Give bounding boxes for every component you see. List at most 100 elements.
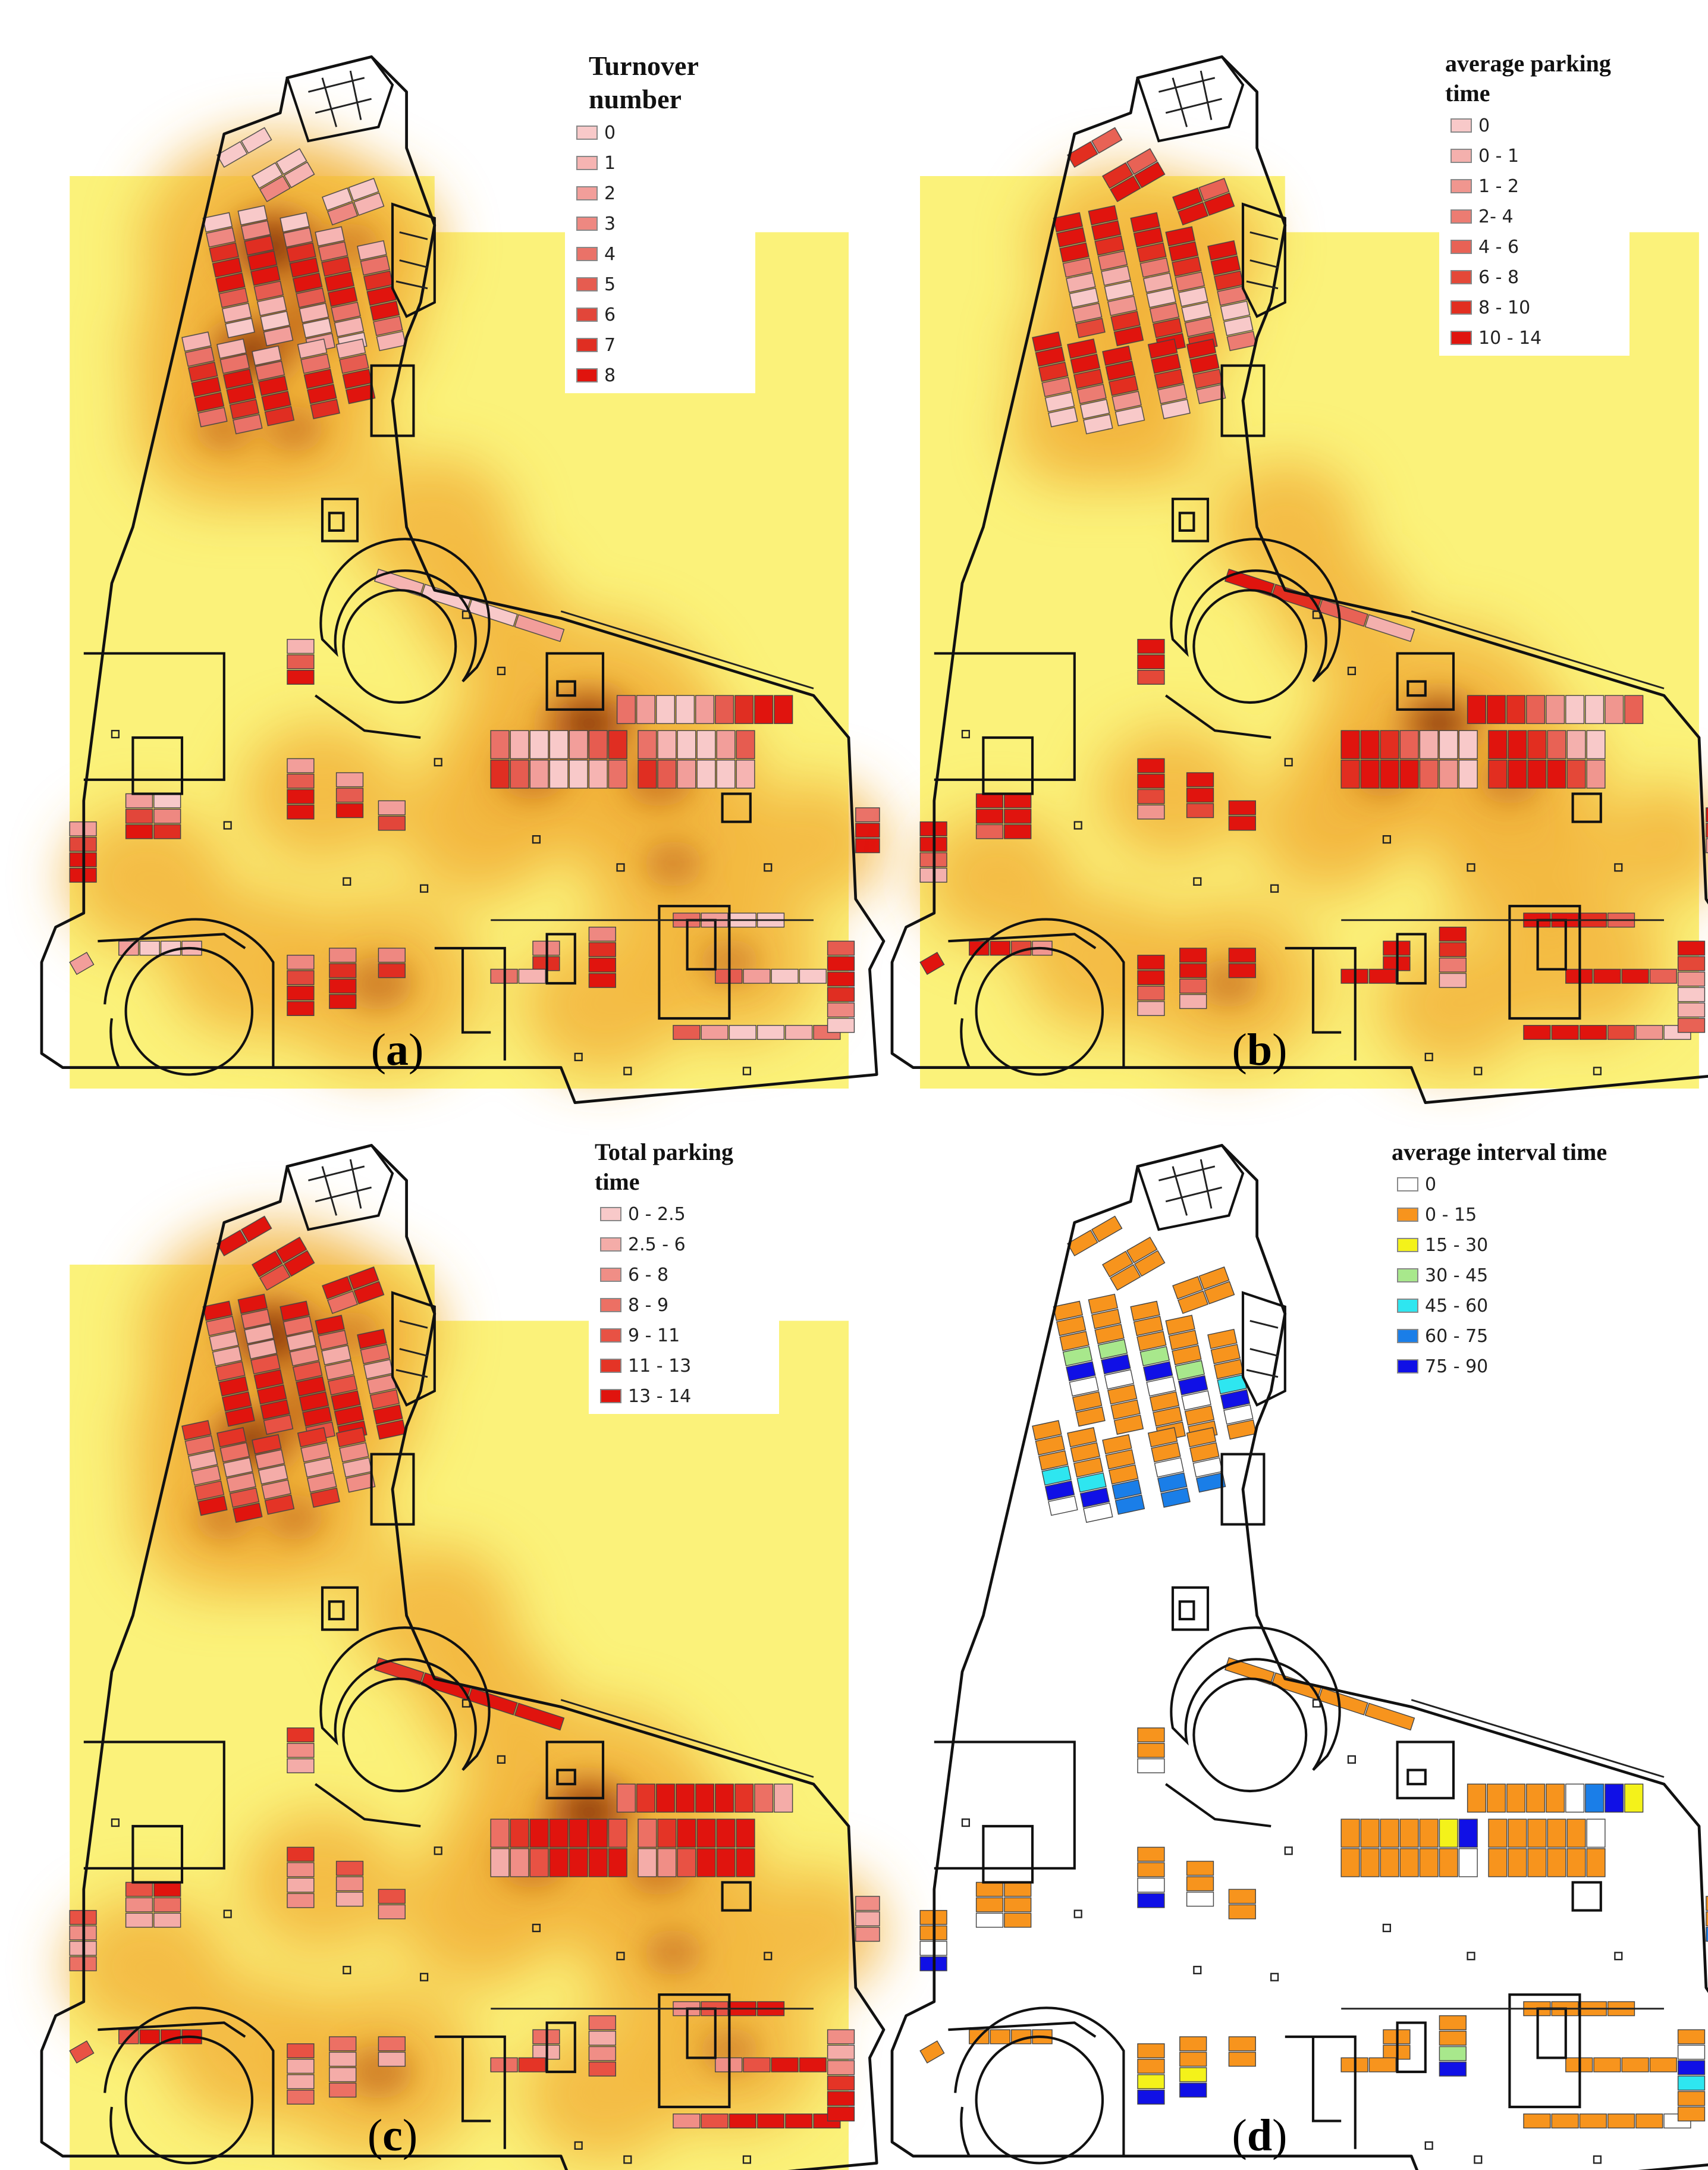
parking-stall bbox=[261, 1479, 291, 1500]
parking-stall bbox=[1189, 1442, 1220, 1463]
parking-stall bbox=[1067, 141, 1098, 168]
parking-stall bbox=[1380, 760, 1399, 789]
legend-label: 2.5 - 6 bbox=[628, 1234, 686, 1255]
legend-label: 2- 4 bbox=[1478, 206, 1514, 227]
parking-stall bbox=[1439, 2046, 1467, 2061]
parking-stall bbox=[529, 1848, 549, 1877]
parking-stall bbox=[1585, 695, 1605, 725]
parking-stall bbox=[1186, 772, 1214, 788]
legend-title: average interval time bbox=[1392, 1139, 1607, 1165]
legend-label: 45 - 60 bbox=[1425, 1296, 1488, 1316]
parking-stall bbox=[1318, 1687, 1368, 1716]
parking-stall bbox=[287, 1758, 315, 1774]
parking-stall bbox=[1160, 399, 1191, 419]
parking-stall bbox=[529, 730, 549, 760]
parking-stall bbox=[378, 2036, 406, 2052]
parking-stall bbox=[153, 793, 181, 808]
parking-stall bbox=[701, 1025, 729, 1040]
parking-stall bbox=[237, 1293, 268, 1314]
parking-stall bbox=[1178, 1375, 1208, 1396]
parking-stall bbox=[302, 1406, 332, 1427]
parking-stall bbox=[1486, 1783, 1506, 1813]
parking-stall bbox=[743, 2057, 771, 2072]
parking-stall bbox=[715, 1783, 734, 1813]
parking-stall bbox=[1110, 311, 1141, 331]
parking-stall bbox=[329, 2083, 357, 2098]
legend-title: number bbox=[589, 84, 682, 114]
parking-stall bbox=[701, 2113, 729, 2129]
parking-stall bbox=[360, 1344, 391, 1365]
parking-stall bbox=[1360, 760, 1380, 789]
parking-stall bbox=[264, 406, 295, 427]
parking-stall bbox=[975, 824, 1004, 839]
parking-stall bbox=[275, 148, 307, 175]
parking-stall bbox=[975, 793, 1004, 808]
parking-stall bbox=[677, 1848, 696, 1877]
parking-stall bbox=[216, 141, 248, 168]
parking-stall bbox=[283, 161, 315, 189]
legend-swatch bbox=[576, 338, 598, 352]
legend-swatch bbox=[576, 156, 598, 170]
parking-stall bbox=[335, 338, 366, 359]
parking-stall bbox=[588, 730, 608, 760]
parking-stall bbox=[1677, 1018, 1706, 1033]
parking-stall bbox=[1186, 1861, 1214, 1876]
parking-stall bbox=[1066, 1361, 1096, 1382]
parking-stall bbox=[827, 987, 855, 1002]
parking-stall bbox=[919, 2040, 945, 2064]
legend-label: 60 - 75 bbox=[1425, 1326, 1488, 1347]
parking-stall bbox=[334, 316, 365, 337]
parking-stall bbox=[184, 346, 215, 367]
parking-stall bbox=[1108, 375, 1139, 396]
parking-stall bbox=[1056, 227, 1087, 248]
parking-stall bbox=[1137, 639, 1165, 654]
parking-stall bbox=[229, 1487, 260, 1508]
legend-title: Turnover bbox=[589, 51, 699, 81]
parking-stall bbox=[518, 968, 546, 984]
legend-swatch bbox=[1450, 149, 1472, 163]
parking-stall bbox=[307, 384, 337, 404]
parking-stall bbox=[518, 2057, 546, 2072]
parking-stall bbox=[754, 695, 774, 725]
parking-stall bbox=[827, 971, 855, 987]
parking-stall bbox=[514, 614, 565, 642]
parking-stall bbox=[1566, 730, 1586, 760]
parking-stall bbox=[1439, 760, 1458, 789]
parking-stall bbox=[1184, 316, 1215, 337]
parking-stall bbox=[1104, 1369, 1134, 1390]
legend-swatch bbox=[1450, 118, 1472, 133]
parking-stall bbox=[283, 1250, 315, 1277]
parking-stall bbox=[287, 1001, 315, 1016]
parking-stall bbox=[331, 302, 361, 322]
parking-stall bbox=[1380, 730, 1399, 760]
parking-stall bbox=[827, 940, 855, 956]
parking-stall bbox=[1079, 1487, 1110, 1508]
parking-stall bbox=[1112, 391, 1142, 412]
parking-stall bbox=[226, 384, 256, 404]
parking-stall bbox=[303, 368, 334, 389]
parking-stall bbox=[327, 1375, 358, 1396]
parking-stall bbox=[588, 760, 608, 789]
parking-stall bbox=[608, 1818, 627, 1848]
parking-stall bbox=[1110, 1264, 1141, 1291]
parking-stall bbox=[1228, 816, 1256, 831]
parking-stall bbox=[259, 1264, 291, 1291]
parking-stalls bbox=[69, 127, 880, 1040]
parking-stall bbox=[357, 240, 387, 261]
parking-stall bbox=[310, 1487, 340, 1508]
parking-stall bbox=[221, 302, 252, 324]
parking-stall bbox=[1142, 1361, 1173, 1382]
parking-stall bbox=[716, 730, 736, 760]
parking-stall bbox=[1079, 399, 1110, 419]
parking-stall bbox=[549, 730, 569, 760]
parking-stall bbox=[125, 824, 153, 839]
parking-stall bbox=[855, 1911, 880, 1927]
parking-stall bbox=[1151, 1442, 1181, 1463]
parking-stall bbox=[1137, 1846, 1165, 1862]
parking-stall bbox=[373, 315, 403, 336]
parking-stall bbox=[1136, 242, 1167, 263]
parking-stall bbox=[1108, 1464, 1139, 1485]
parking-stall bbox=[1137, 1758, 1165, 1774]
parking-stall bbox=[1458, 1848, 1478, 1877]
